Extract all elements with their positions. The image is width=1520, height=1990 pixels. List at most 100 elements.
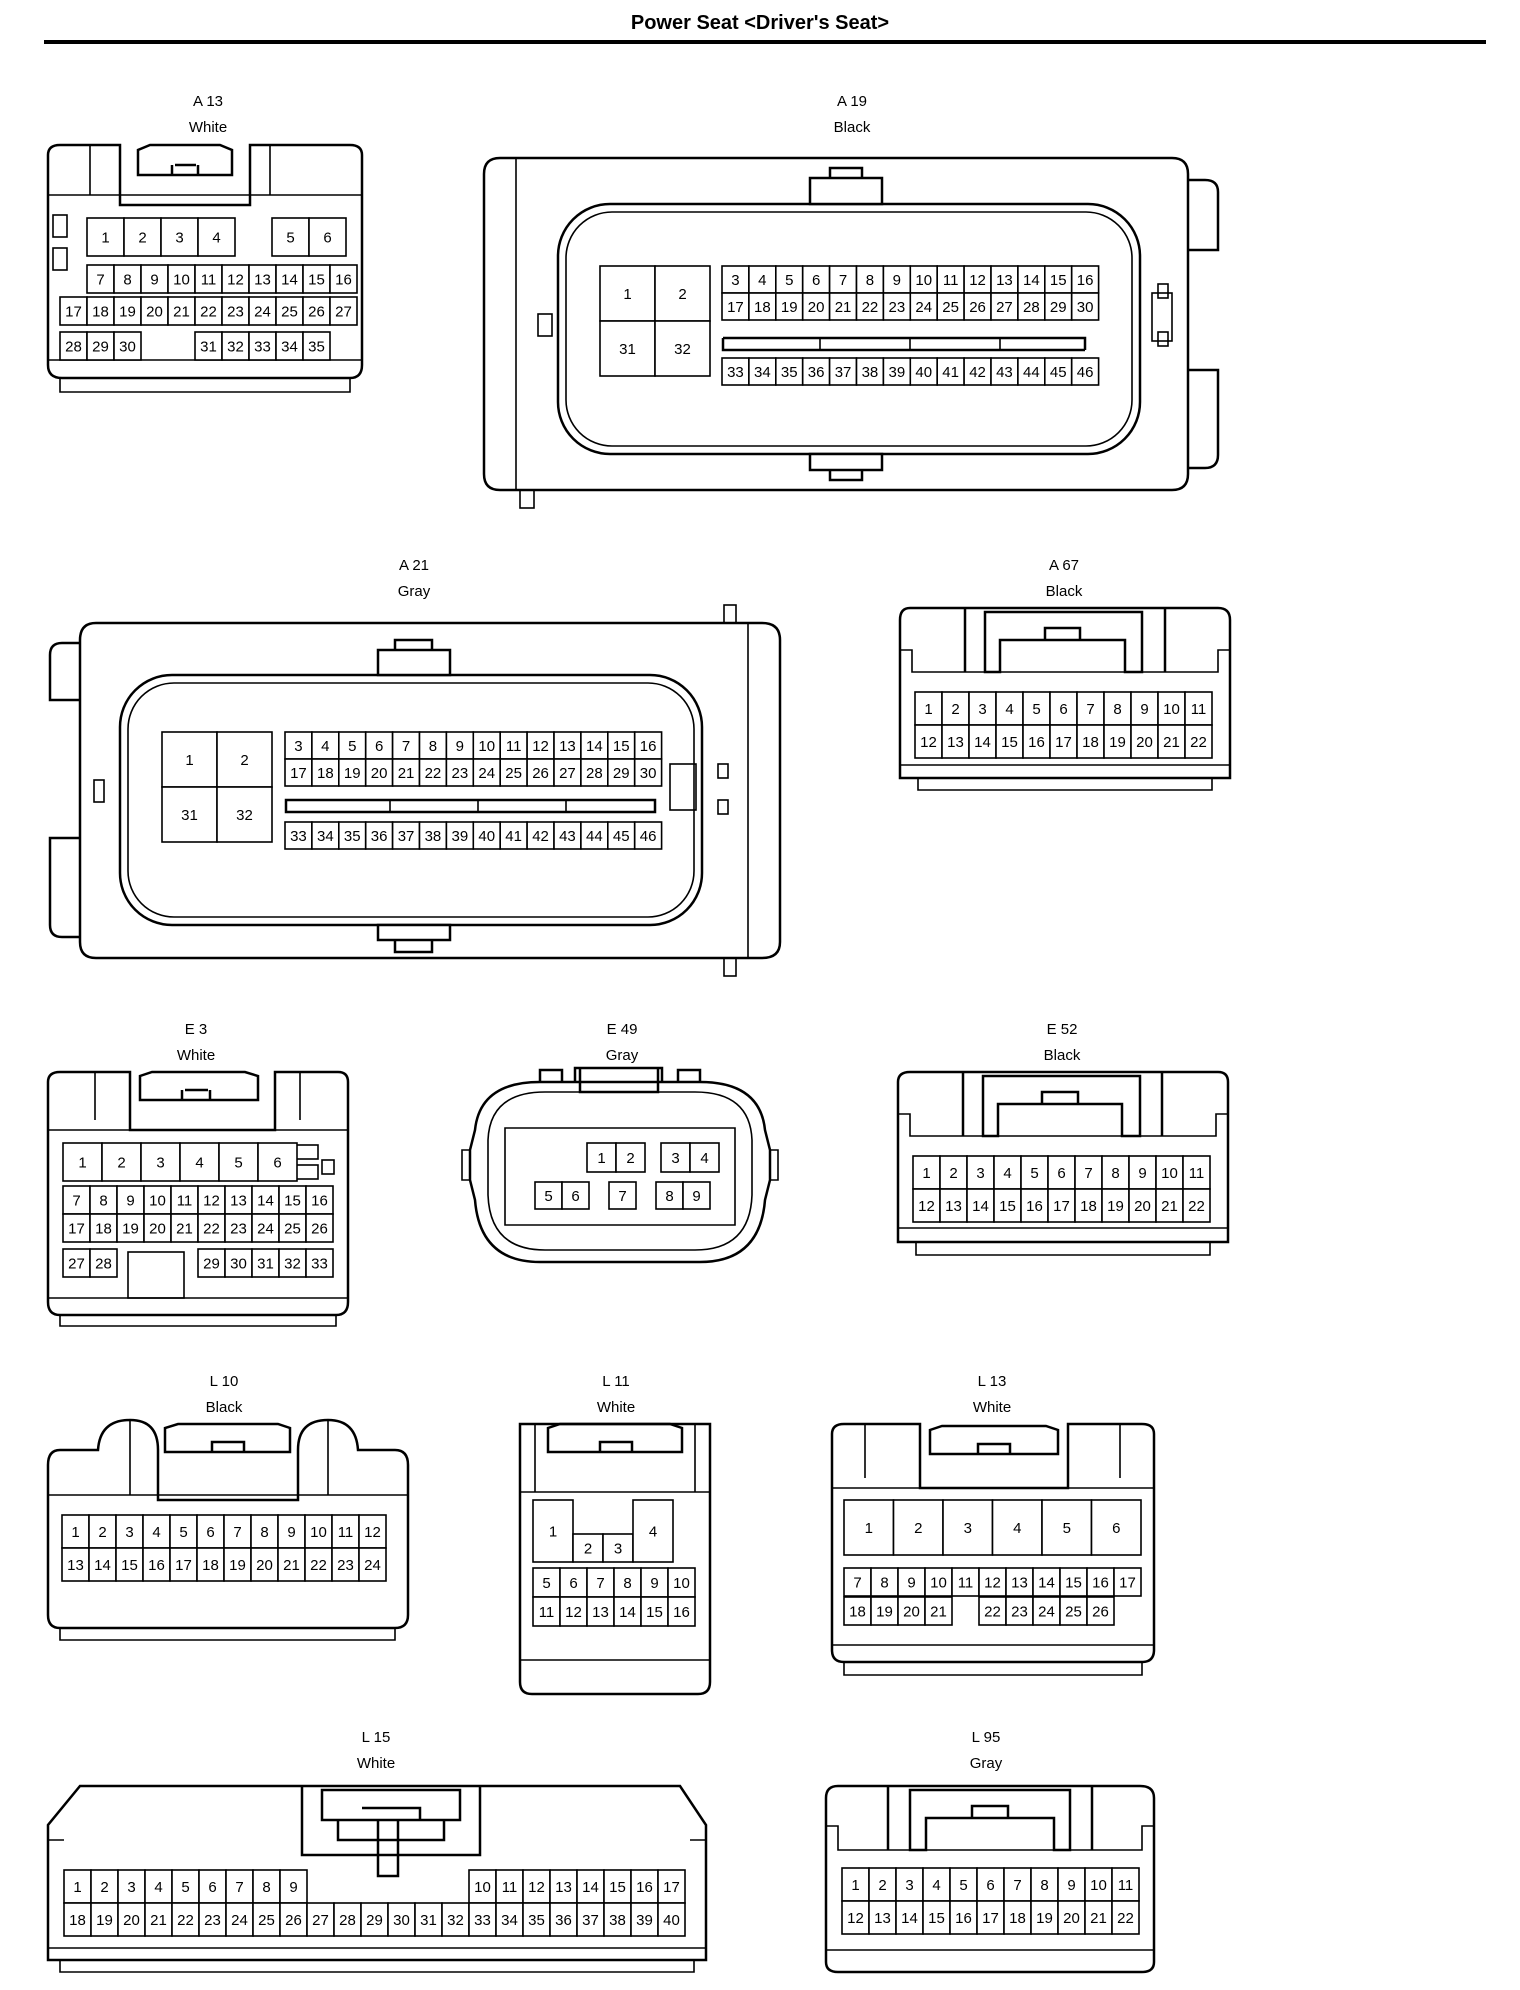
pin-cavity [993,1155,1022,1190]
pin-number: 8 [262,1879,270,1896]
pin-cavity [171,1902,200,1937]
pin-number: 1 [185,752,193,769]
pin-number: 35 [308,339,325,356]
pin-number: 37 [398,828,415,845]
connector-color: White [189,119,227,136]
pin-number: 14 [901,1910,918,1927]
pin-number: 21 [283,1557,300,1574]
pin-cavity [991,1499,1043,1556]
pin-number: 45 [613,828,630,845]
pin-number: 6 [569,1575,577,1592]
pin-number: 34 [281,339,298,356]
pin-cavity [774,357,804,386]
pin-cavity [828,292,858,321]
pin-number: 14 [281,272,298,289]
pin-cavity [445,821,475,850]
pin-number: 5 [542,1575,550,1592]
pin-number: 33 [311,1256,328,1273]
pin-number: 23 [230,1221,247,1238]
pin-number: 21 [398,765,415,782]
pin-number: 24 [254,304,271,321]
pin-number: 3 [294,738,302,755]
pin-number: 12 [203,1193,220,1210]
pin-number: 38 [862,364,879,381]
pin-cavity [1111,1900,1140,1935]
pin-cavity [1086,1596,1115,1626]
pin-number: 5 [348,738,356,755]
pin-number: 10 [149,1193,166,1210]
pin-cavity [966,1188,995,1223]
pin-number: 10 [478,738,495,755]
pin-number: 7 [96,272,104,289]
pin-number: 9 [150,272,158,289]
pin-cavity [329,296,358,326]
pin-cavity [559,1567,588,1598]
pin-cavity [89,1213,118,1243]
pin-number: 16 [335,272,352,289]
pin-number: 4 [700,1150,708,1167]
pin-cavity [360,1902,389,1937]
pin-cavity [526,731,555,760]
pin-number: 1 [851,1877,859,1894]
pin-number: 11 [506,738,522,755]
pin-cavity [223,1547,252,1582]
pin-number: 4 [321,738,329,755]
pin-number: 10 [673,1575,690,1592]
pin-number: 9 [893,272,901,289]
pin-cavity [257,1142,298,1182]
pin-cavity [939,1188,968,1223]
pin-number: 19 [1036,1910,1053,1927]
pin-cavity [89,1185,118,1215]
pin-number: 14 [582,1879,599,1896]
pin-cavity [1020,1188,1049,1223]
pin-cavity [667,1596,696,1627]
pin-number: 43 [996,364,1013,381]
pin-number: 24 [257,1221,274,1238]
pin-number: 14 [1038,1575,1055,1592]
pin-number: 34 [754,364,771,381]
pin-cavity [1032,1567,1061,1597]
pin-number: 21 [176,1221,193,1238]
pin-number: 12 [227,272,244,289]
pin-number: 11 [539,1604,555,1621]
pin-cavity [632,1499,674,1563]
pin-number: 8 [623,1575,631,1592]
pin-cavity [1030,1867,1059,1902]
pin-cavity [1090,1499,1142,1556]
pin-cavity [936,265,965,294]
pin-cavity [1003,1867,1032,1902]
pin-number: 20 [1134,1198,1151,1215]
pin-number: 8 [260,1524,268,1541]
pin-cavity [117,1902,146,1937]
pin-cavity [1017,265,1046,294]
pin-number: 20 [371,765,388,782]
pin-cavity [1022,691,1051,726]
pin-number: 1 [865,1520,873,1537]
pin-number: 7 [1013,1877,1021,1894]
pin-number: 9 [692,1188,700,1205]
pin-number: 22 [1117,1910,1134,1927]
pin-cavity [606,821,636,850]
pin-cavity [580,758,609,787]
pin-number: 21 [150,1912,167,1929]
pin-number: 6 [812,272,820,289]
pin-number: 1 [549,1524,557,1541]
pin-number: 26 [311,1221,328,1238]
pin-number: 12 [984,1575,1001,1592]
pin-number: 2 [678,286,686,303]
pin-cavity [657,1902,686,1937]
pin-cavity [978,1596,1007,1626]
pin-cavity [801,292,831,321]
pin-cavity [1070,292,1100,321]
pin-number: 25 [284,1221,301,1238]
pin-cavity [1022,724,1051,759]
pin-number: 10 [915,272,932,289]
pin-number: 13 [230,1193,247,1210]
pin-cavity [101,1142,142,1182]
